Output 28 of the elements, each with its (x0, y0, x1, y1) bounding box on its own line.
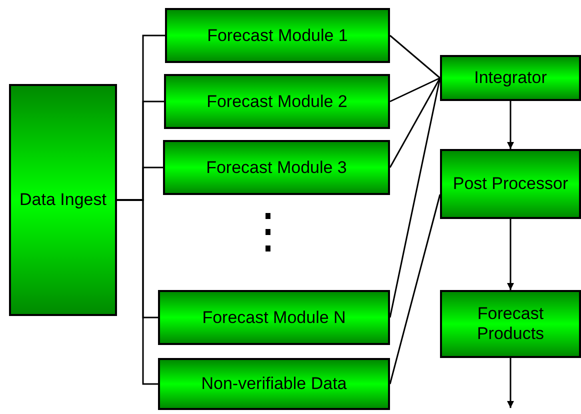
arrow (507, 358, 514, 408)
box-label: Forecast Products (476, 304, 546, 344)
box-label: Forecast Module 3 (206, 158, 347, 178)
connector-line (389, 194, 441, 384)
connector-line (390, 77, 440, 102)
arrow (507, 101, 514, 149)
ellipsis: ⋮ (244, 208, 292, 256)
process-box (158, 358, 390, 410)
box-label: Non-verifiable Data (201, 374, 347, 394)
box-label: Data Ingest (20, 190, 106, 210)
connector-line (117, 199, 158, 385)
box-label: Integrator (474, 68, 547, 88)
process-box (164, 74, 390, 129)
box-label: Forecast Module 1 (207, 26, 348, 46)
arrow (507, 219, 514, 290)
connector-line (390, 34, 440, 79)
box-label: Post Processor (452, 174, 568, 194)
box-label: Forecast Module N (202, 308, 346, 328)
process-box (158, 290, 390, 345)
process-box (440, 55, 581, 101)
process-box (9, 84, 117, 316)
connector-line (389, 78, 441, 168)
process-box (440, 290, 581, 358)
process-box (163, 140, 390, 195)
connector-line (389, 78, 441, 318)
process-box (440, 149, 581, 219)
box-label: Forecast Module 2 (206, 92, 348, 112)
process-box (165, 8, 390, 63)
